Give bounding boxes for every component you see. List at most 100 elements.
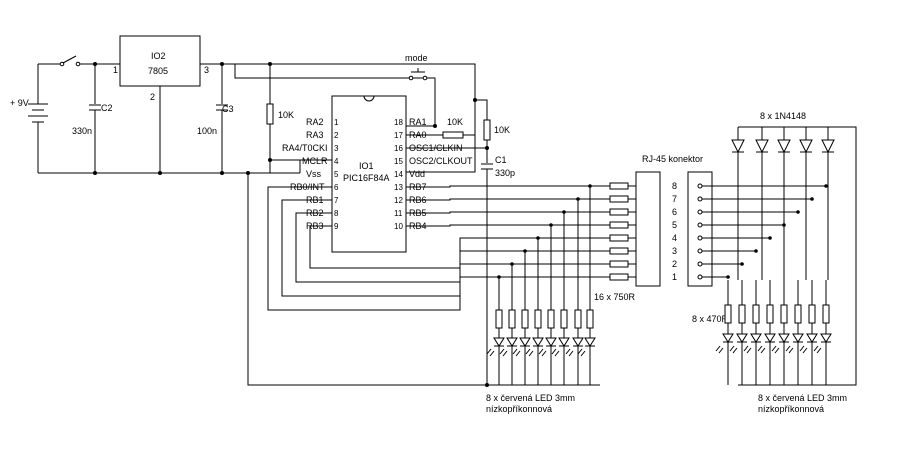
local-led-label-line1: 8 x červená LED 3mm — [486, 393, 575, 403]
regulator-part: 7805 — [148, 66, 168, 76]
regulator-pin-in: 1 — [113, 65, 118, 75]
led-ray — [743, 345, 749, 352]
resistor-ra1-value: 10K — [447, 117, 463, 127]
series-resistor — [609, 208, 629, 216]
diode-symbol — [755, 139, 769, 154]
mcu-pin-number: 11 — [394, 209, 403, 218]
led-ray — [502, 350, 508, 357]
led-ray — [732, 347, 738, 354]
mcu-pin-number: 13 — [394, 183, 403, 192]
diode-symbol — [821, 139, 835, 154]
led-ray — [788, 347, 794, 354]
mcu-pin-number: 12 — [394, 196, 403, 205]
mcu-pin-name: MCLR — [302, 156, 328, 166]
led-ray — [515, 350, 521, 357]
mcu-name: IO1 — [359, 161, 374, 171]
led-ray — [746, 347, 752, 354]
mcu-pin-name: OSC2/CLKOUT — [409, 156, 473, 166]
mcu-pin-number: 16 — [394, 144, 403, 153]
connector-pin-number: 2 — [672, 259, 677, 269]
diode-label: 8 x 1N4148 — [760, 111, 806, 121]
led-ray — [486, 348, 492, 355]
regulator-name: IO2 — [151, 51, 166, 61]
junction-dot — [726, 275, 730, 279]
junction-dot — [796, 210, 800, 214]
mcu-pin-name: RA3 — [306, 130, 324, 140]
signal-wire — [267, 186, 610, 311]
connector-pin-number: 5 — [672, 220, 677, 230]
mcu-pin-name: Vdd — [409, 169, 425, 179]
led-symbol — [558, 337, 570, 347]
connector-pin-dot — [697, 274, 703, 280]
signal-wire — [309, 225, 610, 269]
led-symbol — [750, 333, 762, 343]
capacitor-c3-value: 100n — [197, 126, 217, 136]
connector-label: RJ-45 konektor — [642, 154, 703, 164]
mcu-pin-number: 4 — [334, 157, 339, 166]
junction-dot — [740, 262, 744, 266]
series-resistor — [609, 182, 629, 190]
led-ray — [541, 350, 547, 357]
connector-pin-dot — [697, 248, 703, 254]
series-resistor — [609, 234, 629, 242]
mcu-pin-number: 1 — [334, 118, 339, 127]
remote-resistor-label: 8 x 470R — [692, 314, 729, 324]
connector-pin-dot — [697, 196, 703, 202]
led-resistor — [780, 304, 788, 324]
resistor-osc-pullup — [483, 119, 491, 141]
connector-right-body — [687, 171, 713, 287]
led-ray — [785, 345, 791, 352]
mcu-pin-number: 6 — [334, 183, 339, 192]
series-resistor — [609, 247, 629, 255]
led-symbol — [736, 333, 748, 343]
battery-symbol — [28, 100, 48, 130]
signal-wire — [406, 211, 610, 214]
mcu-pin-number: 18 — [394, 118, 403, 127]
resistor-ra1-series — [442, 131, 464, 139]
mcu-pin-number: 5 — [334, 170, 339, 179]
capacitor-c2 — [89, 104, 101, 111]
signal-wire — [406, 224, 610, 227]
led-ray — [802, 347, 808, 354]
signal-wire — [406, 185, 610, 188]
led-ray — [525, 348, 531, 355]
led-symbol — [722, 333, 734, 343]
regulator-pin-out: 3 — [204, 65, 209, 75]
led-ray — [774, 347, 780, 354]
led-resistor — [586, 309, 594, 329]
mcu-pin-name: RA4/T0CKI — [282, 143, 328, 153]
mcu-pin-name: RA0 — [409, 130, 427, 140]
led-ray — [538, 348, 544, 355]
led-symbol — [532, 337, 544, 347]
series-resistor — [609, 260, 629, 268]
capacitor-c2-value: 330n — [72, 126, 92, 136]
mode-switch-label: mode — [405, 53, 428, 63]
led-resistor — [738, 304, 746, 324]
signal-wire — [281, 199, 610, 297]
capacitor-c2-name: C2 — [101, 103, 113, 113]
led-ray — [813, 345, 819, 352]
led-resistor — [794, 304, 802, 324]
led-ray — [577, 348, 583, 355]
connector-pin-dot — [697, 222, 703, 228]
connector-pin-number: 8 — [672, 181, 677, 191]
mcu-pin-number: 15 — [394, 157, 403, 166]
led-ray — [489, 350, 495, 357]
connector-pin-number: 1 — [672, 272, 677, 282]
mode-switch — [408, 68, 428, 81]
led-ray — [565, 348, 571, 355]
capacitor-c1-name: C1 — [495, 155, 507, 165]
connector-pin-dot — [697, 209, 703, 215]
diode-symbol — [799, 139, 813, 154]
led-symbol — [792, 333, 804, 343]
power-switch — [59, 55, 81, 67]
connector-pin-number: 7 — [672, 194, 677, 204]
led-resistor — [508, 309, 516, 329]
led-ray — [760, 347, 766, 354]
mcu-pin-number: 2 — [334, 131, 339, 140]
led-symbol — [572, 337, 584, 347]
diode-array — [731, 126, 857, 386]
led-resistor — [534, 309, 542, 329]
mcu-pin-number: 10 — [394, 222, 403, 231]
led-resistor — [560, 309, 568, 329]
